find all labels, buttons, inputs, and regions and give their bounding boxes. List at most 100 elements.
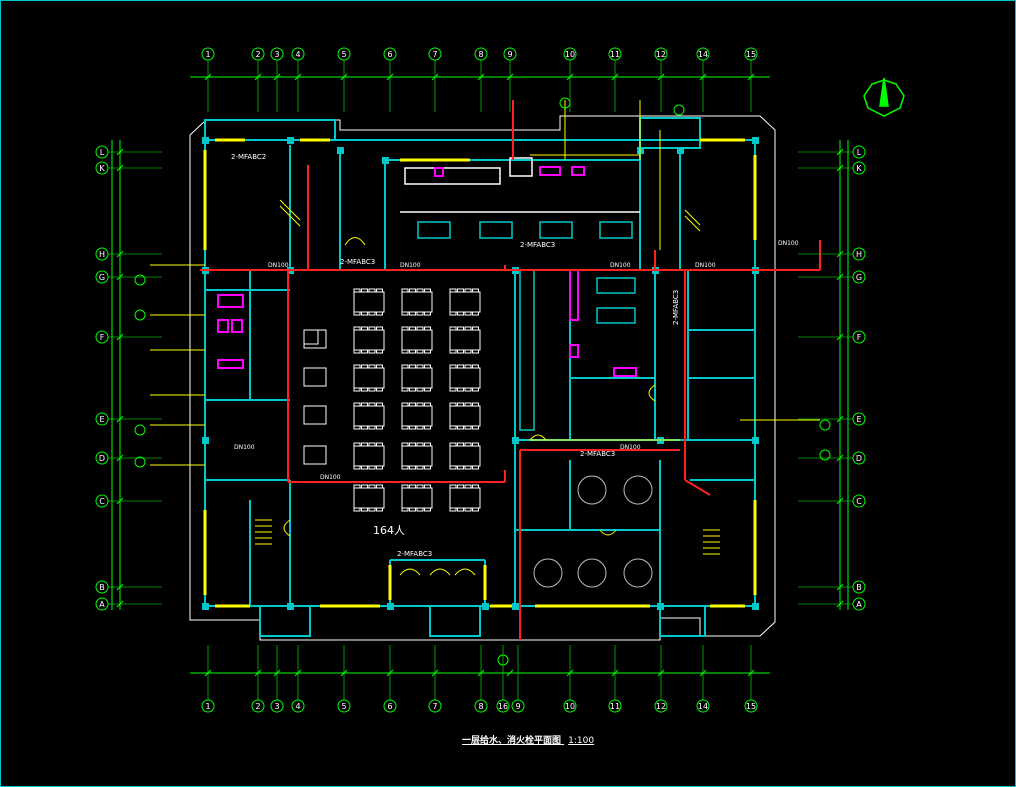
axis-bubble-bottom: 12 [654, 699, 668, 713]
svg-text:B: B [856, 583, 862, 592]
axis-bubble-bottom: 1 [201, 699, 215, 713]
fire-water-pipe [200, 100, 821, 640]
svg-text:14: 14 [698, 702, 708, 711]
dining-table [303, 329, 327, 349]
svg-text:H: H [856, 250, 862, 259]
svg-text:D: D [99, 454, 105, 463]
svg-text:D: D [856, 454, 862, 463]
svg-text:6: 6 [387, 50, 392, 59]
axis-bubble-left: G [95, 270, 109, 284]
axis-bubble-top: 4 [291, 47, 305, 61]
occupancy-label: 164人 [373, 524, 405, 537]
windows [203, 138, 757, 608]
axis-bubble-left: E [95, 412, 109, 426]
axis-bubble-bottom: 8 [474, 699, 488, 713]
dining-table [401, 405, 433, 427]
axis-bubble-left: C [95, 494, 109, 508]
svg-text:7: 7 [432, 50, 437, 59]
stairs [255, 199, 720, 555]
axis-bubble-bottom: 16 [496, 699, 510, 713]
svg-text:3: 3 [274, 50, 279, 59]
pipe-label: DN100 [610, 262, 631, 269]
axis-bubble-top: 8 [474, 47, 488, 61]
dining-table [449, 367, 481, 389]
svg-text:2: 2 [255, 702, 260, 711]
axis-bubble-left: H [95, 247, 109, 261]
svg-text:5: 5 [341, 50, 346, 59]
pipe-label: DN100 [320, 474, 341, 481]
axis-bubble-left: L [95, 145, 109, 159]
domestic-water-pipe [150, 100, 820, 466]
dining-table [449, 405, 481, 427]
svg-text:8: 8 [478, 702, 483, 711]
axis-bubble-bottom: 14 [696, 699, 710, 713]
svg-text:F: F [857, 333, 862, 342]
axis-bubble-top: 14 [696, 47, 710, 61]
dining-table [353, 367, 385, 389]
drawing-title: 一层给水、消火栓平面图 1:100 [462, 733, 594, 746]
svg-text:12: 12 [656, 50, 666, 59]
axis-bubble-right: H [852, 247, 866, 261]
axis-bubble-bottom: 2 [251, 699, 265, 713]
svg-text:6: 6 [387, 702, 392, 711]
axis-bubble-right: D [852, 451, 866, 465]
svg-text:9: 9 [515, 702, 520, 711]
svg-text:2: 2 [255, 50, 260, 59]
pipe-label: DN100 [400, 262, 421, 269]
dimension-lines [108, 60, 853, 700]
dining-table [353, 487, 385, 509]
svg-text:16: 16 [498, 702, 508, 711]
dining-table [401, 445, 433, 467]
doors [283, 237, 656, 576]
svg-text:10: 10 [565, 50, 575, 59]
axis-bubble-bottom: 3 [270, 699, 284, 713]
svg-text:A: A [856, 600, 862, 609]
svg-text:F: F [100, 333, 105, 342]
axis-bubble-top: 1 [201, 47, 215, 61]
dining-table [401, 367, 433, 389]
axis-bubble-right: F [852, 330, 866, 344]
hydrant-symbols [134, 97, 831, 666]
svg-text:12: 12 [656, 702, 666, 711]
axis-bubble-bottom: 4 [291, 699, 305, 713]
svg-text:10: 10 [565, 702, 575, 711]
axis-bubble-right: A [852, 597, 866, 611]
axis-bubble-bottom: 11 [608, 699, 622, 713]
extinguisher-label: 2-MFABC3 [672, 289, 680, 325]
dining-table [353, 405, 385, 427]
extinguisher-label: 2-MFABC3 [580, 450, 616, 458]
extinguisher-label: 2-MFABC2 [231, 153, 267, 161]
drawing-scale: 1:100 [568, 736, 595, 746]
axis-bubble-bottom: 9 [511, 699, 525, 713]
axis-bubble-top: 2 [251, 47, 265, 61]
svg-text:E: E [99, 415, 104, 424]
dining-table [353, 291, 385, 313]
svg-text:15: 15 [746, 50, 756, 59]
dining-table [303, 367, 327, 387]
axis-bubble-right: K [852, 161, 866, 175]
extinguisher-label: 2-MFABC3 [520, 241, 556, 249]
axis-bubble-right: G [852, 270, 866, 284]
dining-table [303, 445, 327, 465]
svg-text:K: K [856, 164, 862, 173]
axis-bubble-top: 3 [270, 47, 284, 61]
svg-text:4: 4 [295, 50, 300, 59]
axis-bubble-bottom: 6 [383, 699, 397, 713]
dining-table [401, 291, 433, 313]
dining-table [401, 487, 433, 509]
svg-text:B: B [99, 583, 105, 592]
dining-table [401, 329, 433, 351]
svg-text:11: 11 [610, 702, 620, 711]
pipe-label: DN100 [268, 262, 289, 269]
axis-bubble-right: E [852, 412, 866, 426]
svg-text:K: K [99, 164, 105, 173]
extinguisher-label: 2-MFABC3 [340, 258, 376, 266]
svg-text:G: G [856, 273, 862, 282]
axis-bubble-top: 7 [428, 47, 442, 61]
svg-text:5: 5 [341, 702, 346, 711]
